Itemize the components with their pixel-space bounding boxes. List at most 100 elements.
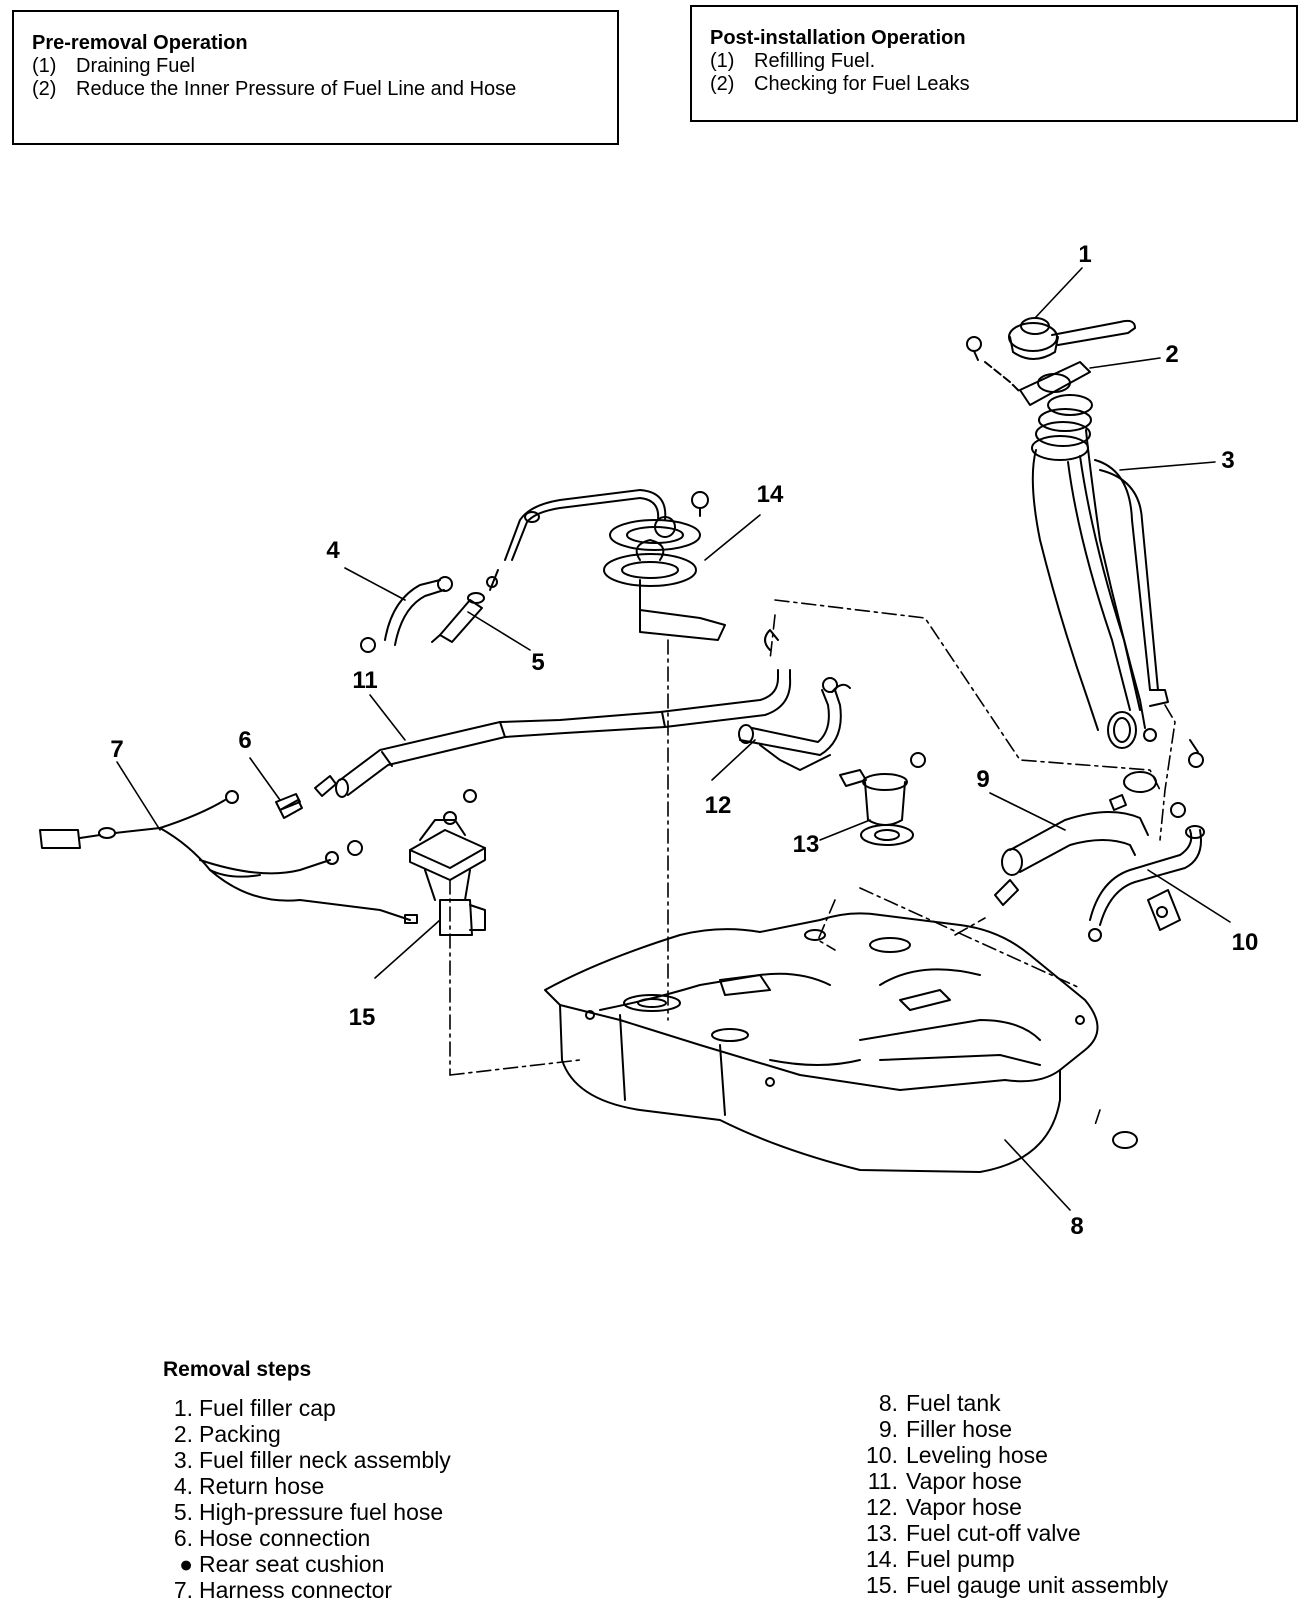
fuel-filler-cap [966,317,1136,361]
list-item: 8. Fuel tank [858,1390,1168,1416]
step-number: 7. [173,1577,193,1603]
return-hose [360,576,453,653]
step-number: 9. [878,1416,898,1442]
vapor-hose-11 [279,669,792,819]
post-installation-title: Post-installation Operation [710,27,966,49]
fuel-pump [603,491,726,641]
list-item: 12. Vapor hose [858,1494,1168,1520]
pre-removal-item: (1) Draining Fuel [32,55,617,78]
item-number: (2) [32,78,57,100]
list-item: 6.Hose connection [163,1525,451,1551]
step-number: 3. [173,1447,193,1473]
vapor-hose-12 [738,629,851,771]
assembly-reference-lines [449,599,1176,1126]
step-text: Fuel gauge unit assembly [906,1572,1169,1598]
step-text: Harness connector [199,1577,393,1603]
callout-15: 15 [349,1004,376,1031]
fuel-tank [544,912,1138,1173]
removal-steps-left-column: 1.Fuel filler cap 2.Packing 3.Fuel fille… [163,1395,451,1603]
step-number: 4. [173,1473,193,1499]
item-text: Checking for Fuel Leaks [754,73,970,95]
fuel-line-assembly [486,489,667,591]
step-text: Vapor hose [906,1494,1022,1520]
hose-connection [275,793,301,811]
step-number: 6. [173,1525,193,1551]
list-item: 9. Filler hose [858,1416,1168,1442]
list-item: 4.Return hose [163,1473,451,1499]
post-installation-item: (2) Checking for Fuel Leaks [710,73,1296,96]
callout-labels: 1 2 3 4 5 6 7 8 9 10 11 12 13 14 15 [110,241,1258,1240]
list-item: 7.Harness connector [163,1577,451,1603]
step-number: 11. [867,1468,898,1494]
step-number: 12. [866,1494,898,1520]
step-number: 2. [173,1421,193,1447]
fuel-cut-off-valve [839,752,926,846]
post-installation-box: Post-installation Operation (1) Refilling… [690,5,1298,122]
item-text: Reduce the Inner Pressure of Fuel Line a… [76,78,517,100]
step-number: 14. [866,1546,898,1572]
callout-14: 14 [757,481,784,508]
step-number: 5. [173,1499,193,1525]
step-text: Fuel filler neck assembly [199,1447,451,1473]
fuel-filler-neck [1031,394,1204,768]
callout-11: 11 [352,667,377,694]
filler-hose [994,771,1157,906]
step-text: Fuel filler cap [199,1395,336,1421]
callout-4: 4 [326,537,340,564]
callout-10: 10 [1232,929,1259,956]
step-text: Return hose [199,1473,325,1499]
callout-12: 12 [705,792,732,819]
high-pressure-fuel-hose [431,592,485,643]
list-item: 13. Fuel cut-off valve [858,1520,1168,1546]
step-number: 13. [866,1520,898,1546]
list-item: 3.Fuel filler neck assembly [163,1447,451,1473]
list-item: 1.Fuel filler cap [163,1395,451,1421]
step-text: Hose connection [199,1525,371,1551]
item-text: Draining Fuel [76,55,195,77]
step-text: Fuel tank [906,1390,1001,1416]
list-item: 15. Fuel gauge unit assembly [858,1572,1168,1598]
callout-6: 6 [238,727,251,754]
fuel-system-exploded-diagram: 1 2 3 4 5 6 7 8 9 10 11 12 13 14 15 [39,241,1258,1240]
item-number: (1) [32,55,57,77]
list-item: 10. Leveling hose [858,1442,1168,1468]
pre-removal-title: Pre-removal Operation [32,32,248,54]
callout-leaders [116,267,1231,1211]
callout-8: 8 [1070,1213,1083,1240]
step-text: Fuel pump [906,1546,1015,1572]
post-installation-item: (1) Refilling Fuel. [710,50,1296,73]
list-item: 5.High-pressure fuel hose [163,1499,451,1525]
callout-7: 7 [110,736,123,763]
item-number: (2) [710,73,735,95]
callout-1: 1 [1078,241,1091,268]
leveling-hose [1088,802,1205,942]
list-item: ●Rear seat cushion [163,1551,451,1577]
step-number: 15. [866,1572,898,1598]
step-text: Packing [199,1421,281,1447]
callout-9: 9 [976,766,989,793]
packing [984,361,1091,406]
step-number: 10. [866,1442,898,1468]
pre-removal-box: Pre-removal Operation (1) Draining Fuel (… [12,10,619,145]
removal-steps-right-column: 8. Fuel tank 9. Filler hose 10. Leveling ho… [858,1390,1168,1598]
callout-3: 3 [1221,447,1234,474]
step-text: Rear seat cushion [199,1551,385,1577]
step-text: Fuel cut-off valve [906,1520,1081,1546]
list-item: 2.Packing [163,1421,451,1447]
item-number: (1) [710,50,735,72]
step-number: 1. [173,1395,193,1421]
callout-5: 5 [531,649,544,676]
step-text: Filler hose [906,1416,1013,1442]
harness-connector [39,790,418,924]
step-number: 8. [878,1390,898,1416]
callout-13: 13 [793,831,820,858]
fuel-gauge-unit [409,789,486,936]
step-text: High-pressure fuel hose [199,1499,444,1525]
item-text: Refilling Fuel. [754,50,876,72]
step-text: Leveling hose [906,1442,1048,1468]
list-item: 14. Fuel pump [858,1546,1168,1572]
list-item: 11. Vapor hose [858,1468,1168,1494]
callout-2: 2 [1165,341,1178,368]
step-bullet: ● [179,1551,193,1577]
step-text: Vapor hose [906,1468,1022,1494]
